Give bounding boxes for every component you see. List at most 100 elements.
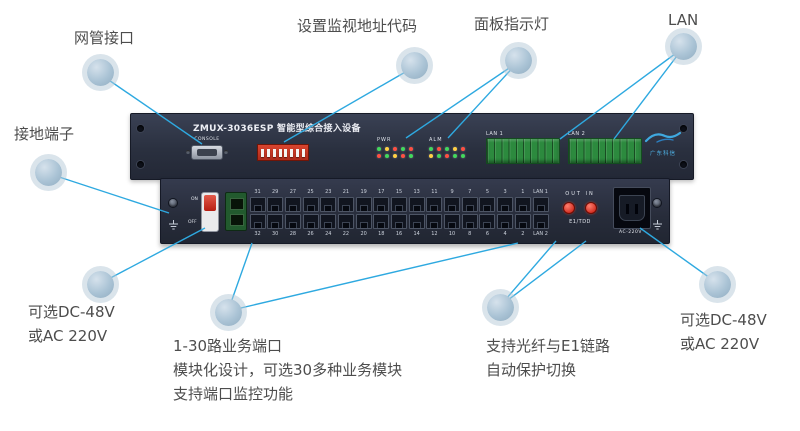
fiber-top-label: OUT IN [565,191,595,197]
rj45-port [444,197,461,212]
led-indicator [445,154,449,158]
ground-screw [653,199,661,207]
ground-symbol-icon [652,215,663,234]
led-group-label: ALM [429,137,443,143]
rj45-port [337,197,354,212]
rj45-port [461,197,478,212]
switch-on-label: ON [191,197,198,202]
callout-label-leds: 面板指示灯 [474,15,550,33]
switch-off-label: OFF [188,220,197,225]
led-indicator [461,154,465,158]
brand-logo: 广东科信 [637,129,689,157]
callout-label-fiber: 支持光纤与E1链路 自动保护切换 [486,337,611,379]
device-title: ZMUX-3036ESP 智能型综合接入设备 [193,124,361,134]
rj45-port [461,214,478,229]
line-fiber-1 [499,240,557,307]
rj45-port [249,214,266,229]
logo-text: 广东科信 [649,151,676,157]
callout-dot-leds [505,47,532,74]
rj45-port [514,214,531,229]
rj45-port [267,214,284,229]
callout-dot-nms [87,59,114,86]
led-indicator [429,154,433,158]
mount-hole [137,161,144,168]
rj45-port [267,197,284,212]
lan-terminal-block-2: LAN 2 [568,131,642,164]
led-indicator [401,154,405,158]
callout-label-ground: 接地端子 [14,125,75,143]
line-power-left [100,227,206,284]
lan-terminal-block-1: LAN 1 [486,131,560,164]
console-label: CONSOLE [194,137,220,142]
led-indicator [429,147,433,151]
rj45-port [426,197,443,212]
line-power-right [639,227,718,284]
callout-label-lan: LAN [668,11,699,29]
line-lan-2 [613,47,684,140]
line-ground [49,173,170,214]
rj45-port [391,214,407,229]
green-terminal-strip-icon [486,138,560,164]
ground-symbol-icon [168,215,179,234]
led-indicator [385,147,389,151]
callout-dot-ports [215,299,242,326]
rj45-port [532,197,549,212]
fiber-e1-section: OUT IN E1/TDD [553,191,607,226]
line-nms [99,73,203,145]
callout-dot-power-left [87,271,114,298]
green-terminal-strip-icon [568,138,642,164]
terminal-label: LAN 2 [568,131,586,137]
rj45-port [302,214,319,229]
line-leds-1 [405,61,519,139]
rj45-port [355,214,372,229]
callout-dot-fiber [487,294,514,321]
rj45-port [249,197,266,212]
line-leds-2 [447,61,519,139]
callout-dot-dip [401,52,428,79]
rj45-port [426,214,443,229]
line-ports-right [227,242,519,312]
led-indicator [393,147,397,151]
rj45-port [408,214,425,229]
rj45-port [532,214,549,229]
callout-dot-ground [35,159,62,186]
callout-label-power-right: 可选DC-48V 或AC 220V [680,311,767,353]
rj45-port [497,197,514,212]
logo-swoosh-icon [644,131,682,143]
rj45-port [355,197,372,212]
rj45-port [514,197,531,212]
led-indicator [401,147,405,151]
mount-hole [680,161,687,168]
led-cluster-2: ALM [429,137,475,158]
led-indicator [437,147,441,151]
db9-connector-icon [186,145,228,160]
callout-label-power-left: 可选DC-48V 或AC 220V [28,303,115,345]
rj45-port [391,197,407,212]
dip-switch [257,144,309,161]
led-indicator [377,147,381,151]
rj45-port [444,214,461,229]
led-indicator [453,147,457,151]
callout-label-nms: 网管接口 [74,29,135,47]
ac-voltage-label: AC-220V [619,230,642,235]
line-lan-1 [559,47,684,140]
rj45-port [373,214,390,229]
rj45-port [320,214,337,229]
power-rocker-switch: ON OFF [188,192,219,232]
